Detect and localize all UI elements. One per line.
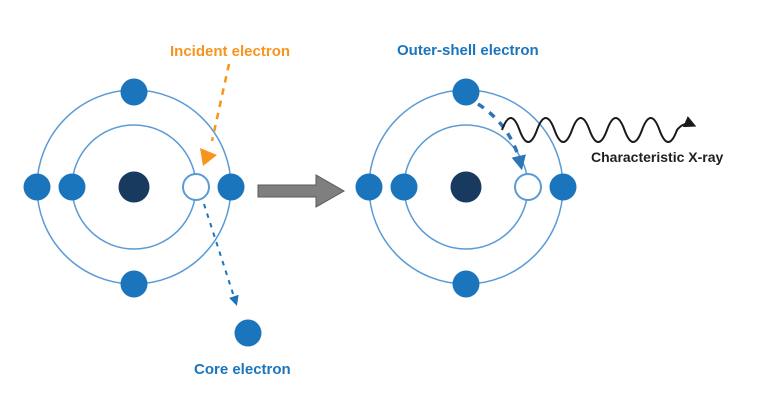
left-core-vacancy	[182, 173, 210, 201]
outer-shell-electron-label: Outer-shell electron	[397, 42, 539, 59]
right-atom	[355, 78, 577, 298]
right-outer-electron-south	[452, 270, 480, 298]
left-outer-electron-west	[23, 173, 51, 201]
xray-wave-icon	[501, 116, 697, 143]
left-nucleus	[118, 171, 150, 203]
right-outer-electron-east	[549, 173, 577, 201]
transition-arrow-icon	[257, 174, 346, 208]
outer-shell-transition-dashed-arrow	[477, 102, 526, 171]
right-outer-shell-electron	[452, 78, 480, 106]
left-outer-electron-north	[120, 78, 148, 106]
right-core-vacancy	[514, 173, 542, 201]
right-nucleus	[450, 171, 482, 203]
incident-electron-label: Incident electron	[170, 43, 291, 60]
core-electron-ejection-dashed-arrow	[203, 203, 239, 306]
left-outer-electron-south	[120, 270, 148, 298]
ejected-core-electron	[234, 319, 262, 347]
left-atom	[23, 78, 245, 298]
characteristic-xray-label: Characteristic X-ray	[591, 149, 724, 165]
core-electron-label: Core electron	[194, 361, 291, 378]
right-outer-electron-west	[355, 173, 383, 201]
right-inner-electron-west	[390, 173, 418, 201]
incident-electron-dashed-arrow	[210, 63, 231, 142]
left-outer-electron-east	[217, 173, 245, 201]
incident-electron-arrowhead-icon	[200, 148, 217, 166]
left-inner-electron-west	[58, 173, 86, 201]
